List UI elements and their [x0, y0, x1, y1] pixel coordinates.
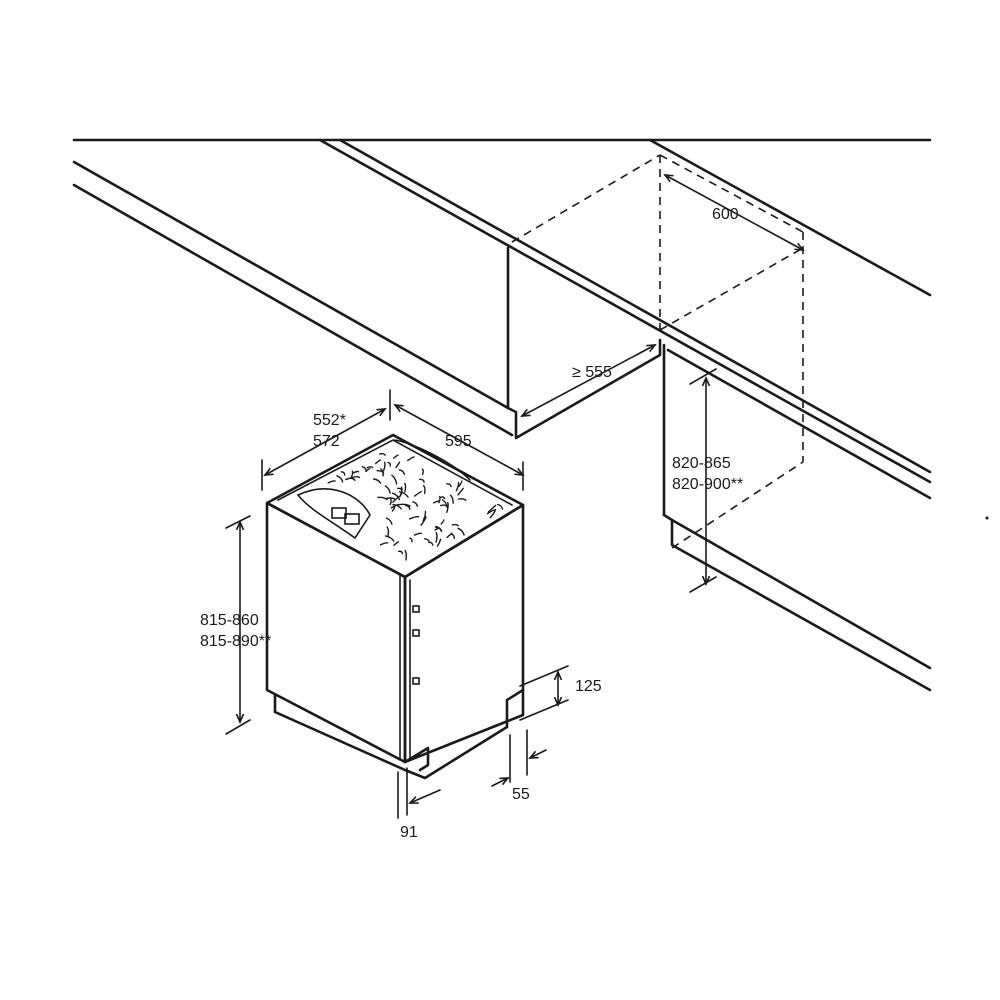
worktop — [72, 138, 932, 500]
texture-speck — [384, 535, 395, 542]
texture-speck — [351, 475, 361, 479]
texture-speck — [379, 542, 389, 546]
texture-speck — [390, 503, 401, 509]
texture-speck — [435, 525, 442, 532]
texture-speck — [372, 478, 382, 484]
texture-speck — [327, 480, 336, 484]
texture-speck — [379, 452, 386, 456]
plinth-setback-label: 55 — [512, 786, 530, 803]
texture-speck — [399, 491, 409, 498]
texture-speck — [385, 517, 393, 525]
texture-speck — [392, 495, 400, 503]
texture-speck — [404, 482, 407, 493]
texture-speck — [428, 541, 434, 546]
texture-speck — [397, 487, 403, 492]
texture-speck — [438, 495, 441, 504]
texture-speck — [486, 508, 497, 515]
plinth-height-label: 125 — [575, 678, 602, 695]
texture-speck — [418, 478, 425, 483]
texture-speck — [391, 506, 396, 512]
texture-speck — [413, 532, 422, 536]
texture-speck — [405, 504, 411, 510]
texture-speck — [420, 516, 427, 526]
texture-speck — [392, 503, 402, 510]
texture-speck — [345, 477, 354, 481]
depth-label-1: 552* — [313, 412, 346, 429]
texture-speck — [408, 515, 420, 520]
height-label-1: 815-860 — [200, 612, 259, 629]
texture-speck — [434, 527, 440, 531]
texture-speck — [449, 494, 454, 504]
door-offset-label: 91 — [400, 824, 418, 841]
texture-speck — [458, 480, 463, 487]
texture-speck — [440, 519, 445, 525]
texture-speck — [404, 549, 408, 561]
texture-speck — [435, 531, 438, 543]
texture-speck — [457, 487, 464, 496]
texture-speck — [391, 474, 398, 485]
texture-speck — [340, 471, 346, 476]
texture-speck — [412, 501, 418, 507]
texture-speck — [397, 550, 404, 555]
niche-height-label-2: 820-900** — [672, 476, 744, 493]
texture-speck — [336, 475, 344, 483]
texture-speck — [439, 496, 446, 500]
texture-speck — [389, 498, 392, 506]
texture-speck — [446, 532, 453, 539]
texture-speck — [436, 538, 442, 547]
texture-speck — [386, 526, 390, 537]
texture-speck — [441, 499, 449, 509]
texture-speck — [455, 482, 460, 492]
texture-speck — [395, 461, 401, 469]
niche-width-label: 600 — [712, 206, 739, 223]
width-label: 595 — [445, 433, 472, 450]
height-label-2: 815-890** — [200, 633, 272, 650]
texture-speck — [399, 503, 411, 507]
texture-speck — [407, 456, 415, 462]
texture-speck — [366, 466, 374, 469]
texture-speck — [487, 504, 497, 513]
texture-speck — [393, 541, 399, 546]
texture-speck — [384, 485, 391, 494]
texture-speck — [361, 466, 368, 472]
texture-speck — [387, 461, 391, 467]
texture-speck — [446, 483, 452, 488]
texture-speck — [353, 470, 360, 474]
texture-speck — [422, 510, 427, 522]
dishwasher — [265, 433, 525, 780]
texture-speck — [457, 527, 465, 536]
niche-outline — [511, 154, 804, 549]
texture-speck — [385, 497, 396, 500]
texture-speck — [391, 492, 401, 501]
texture-speck — [446, 501, 449, 513]
texture-speck — [382, 461, 386, 472]
worktop-texture — [327, 452, 504, 561]
texture-speck — [393, 454, 399, 459]
texture-speck — [422, 484, 426, 494]
texture-speck — [398, 469, 406, 475]
niche-height-label-1: 820-865 — [672, 455, 731, 472]
right-cabinet — [662, 343, 989, 692]
texture-speck — [458, 498, 467, 501]
niche-depth-label: ≥ 555 — [572, 364, 612, 381]
texture-speck — [489, 510, 496, 519]
texture-speck — [440, 504, 447, 507]
texture-speck — [450, 533, 456, 540]
dishwasher-dimensions — [225, 389, 569, 819]
niche-dimensions — [522, 175, 803, 593]
texture-speck — [497, 503, 504, 510]
texture-speck — [409, 537, 413, 543]
texture-speck — [451, 523, 459, 527]
texture-speck — [377, 496, 388, 501]
depth-label-2: 572 — [313, 433, 340, 450]
texture-speck — [413, 490, 422, 497]
texture-speck — [375, 459, 381, 465]
texture-speck — [421, 468, 424, 476]
